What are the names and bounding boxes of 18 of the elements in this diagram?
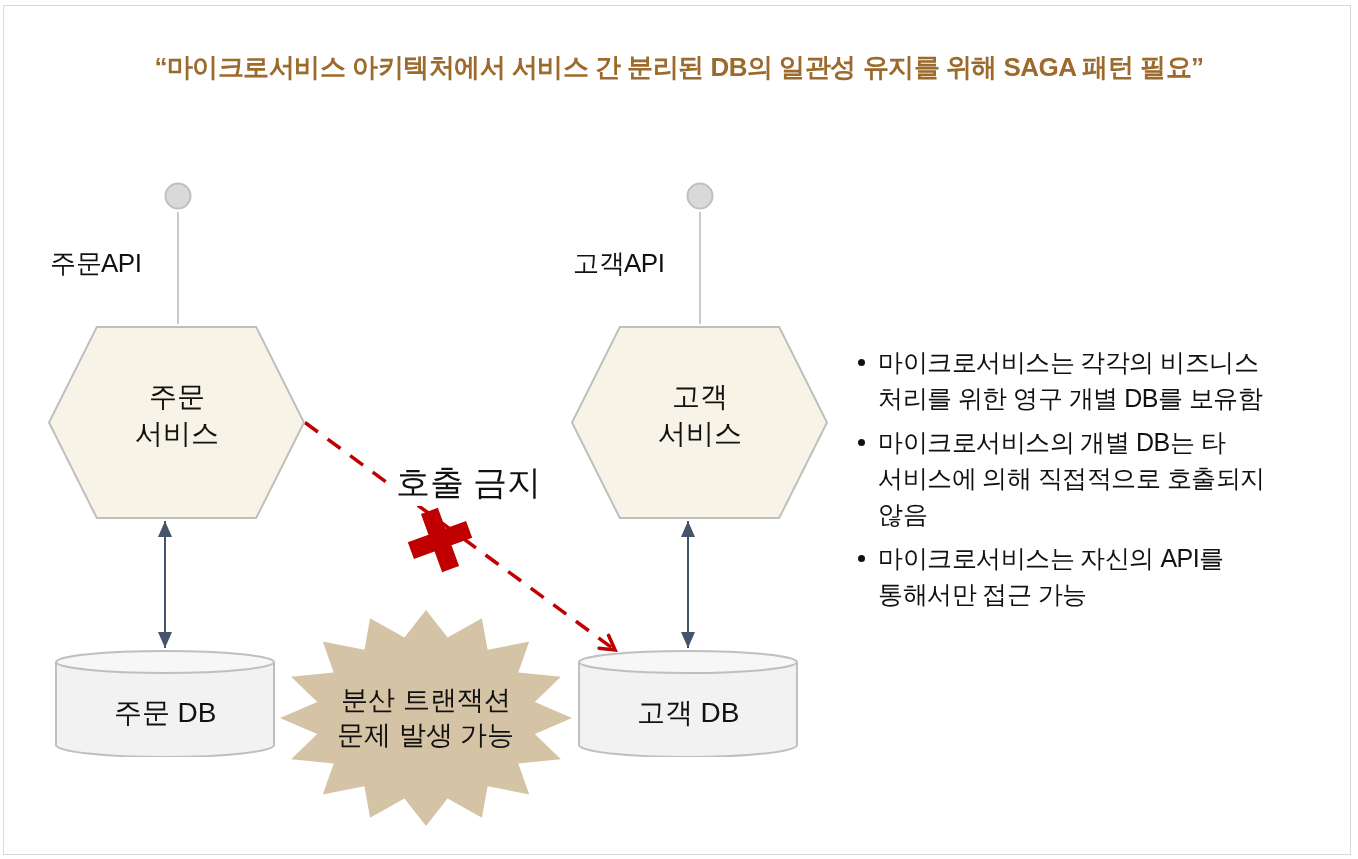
bullet-text: 마이크로서비스는 자신의 API를 통해서만 접근 가능 [878,543,1225,610]
port-circle [686,182,714,210]
connector-line [699,211,701,325]
service-hexagon: 고객 서비스 [571,326,828,519]
warning-starburst: 분산 트랜잭션 문제 발생 가능 [280,610,572,826]
bullet-text: 마이크로서비스는 각각의 비즈니스 처리를 위한 영구 개별 DB를 보유함 [878,347,1264,414]
arrow [158,520,172,649]
port-circle [164,182,192,210]
arrow [303,421,617,652]
database-cylinder: 고객 DB [578,650,798,757]
title: “마이크로서비스 아키텍처에서 서비스 간 분리된 DB의 일관성 유지를 위해 SAGA 패턴 필요” [153,51,1205,84]
api-label: 고객API [573,247,665,280]
api-label: 주문API [50,247,142,280]
service-hexagon: 주문 서비스 [48,326,305,519]
bullet-text: 마이크로서비스의 개별 DB는 타 서비스에 의해 직접적으로 호출되지 않음 [878,427,1266,530]
arrow [681,520,695,649]
connector-line [177,211,179,325]
database-cylinder: 주문 DB [55,650,275,757]
